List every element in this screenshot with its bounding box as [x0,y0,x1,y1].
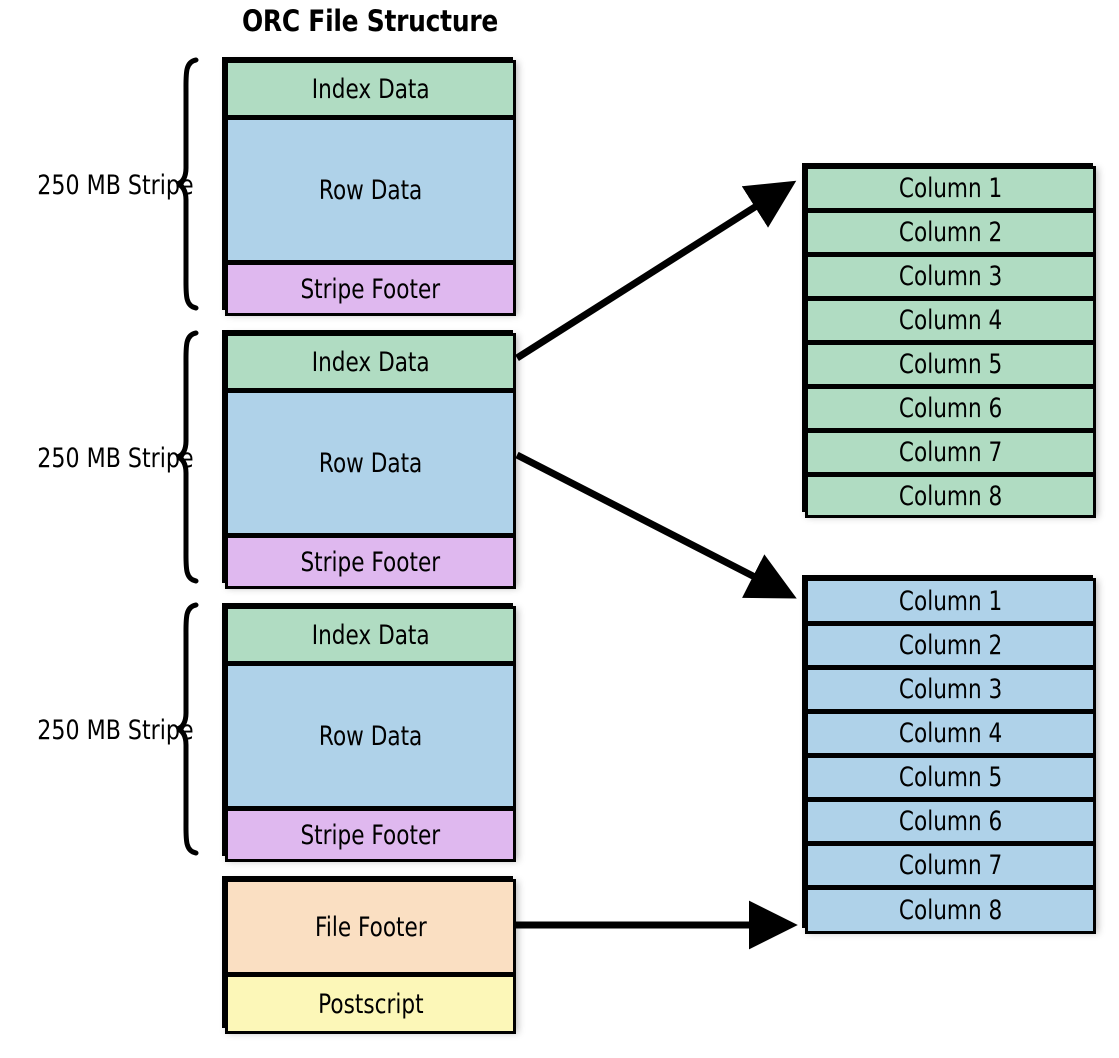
index-column-6-label: Column 6 [898,393,1003,424]
stripe-2-index-data-label: Index Data [311,346,430,378]
row-column-5[interactable]: Column 5 [805,755,1096,800]
row-column-4[interactable]: Column 4 [805,711,1096,756]
stripe-1-label: 250 MB Stripe [3,170,193,201]
stripe-1-index-data-label: Index Data [311,73,430,105]
row-column-7-label: Column 7 [898,850,1003,881]
index-column-7-label: Column 7 [898,437,1003,468]
stripe-3-row-data-label: Row Data [318,720,423,752]
stripe-3-index-data[interactable]: Index Data [225,606,516,664]
index-column-1-label: Column 1 [898,173,1003,204]
stripe-3-label-wrap: 250 MB Stripe [0,715,193,746]
row-column-8[interactable]: Column 8 [805,887,1096,934]
stripe-3-stripe-footer[interactable]: Stripe Footer [225,808,516,862]
index-column-4-label: Column 4 [898,305,1003,336]
stripe-1-label-wrap: 250 MB Stripe [0,170,193,201]
stripe-2: Index Data Row Data Stripe Footer [222,330,516,589]
postscript-label: Postscript [317,988,424,1020]
arrow-rowdata-to-columns [515,451,797,599]
index-column-2[interactable]: Column 2 [805,210,1096,255]
index-column-1[interactable]: Column 1 [805,166,1096,211]
stripe-2-label: 250 MB Stripe [3,443,193,474]
arrow-index-to-columns [515,180,797,361]
stripe-2-stripe-footer[interactable]: Stripe Footer [225,535,516,589]
row-column-1-label: Column 1 [898,585,1003,617]
index-columns-group: Column 1 Column 2 Column 3 Column 4 Colu… [802,163,1096,518]
row-column-4-label: Column 4 [898,718,1003,749]
row-column-3[interactable]: Column 3 [805,667,1096,712]
stripe-1-stripe-footer[interactable]: Stripe Footer [225,262,516,316]
stripe-3-stripe-footer-label: Stripe Footer [300,819,441,851]
file-footer-label: File Footer [314,911,427,943]
row-column-8-label: Column 8 [898,895,1003,926]
stripe-3-index-data-label: Index Data [311,619,430,651]
stripe-1-row-data-label: Row Data [318,174,423,206]
stripe-3-row-data[interactable]: Row Data [225,663,516,809]
row-column-2[interactable]: Column 2 [805,623,1096,668]
stripe-3-label-text: 250 MB Stripe [37,714,194,746]
row-column-6-label: Column 6 [898,806,1003,837]
stripe-2-index-data[interactable]: Index Data [225,333,516,391]
stripe-1-stripe-footer-label: Stripe Footer [300,273,441,305]
index-column-7[interactable]: Column 7 [805,430,1096,475]
index-column-3-label: Column 3 [898,261,1003,292]
file-footer[interactable]: File Footer [225,879,516,975]
stripe-1-index-data[interactable]: Index Data [225,60,516,118]
index-column-3[interactable]: Column 3 [805,254,1096,299]
row-column-5-label: Column 5 [898,762,1003,793]
row-column-7[interactable]: Column 7 [805,843,1096,888]
file-footer-block: File Footer Postscript [222,876,516,1034]
index-column-4[interactable]: Column 4 [805,298,1096,343]
row-columns-group: Column 1 Column 2 Column 3 Column 4 Colu… [802,575,1096,934]
row-column-3-label: Column 3 [898,674,1003,705]
stripe-1: Index Data Row Data Stripe Footer [222,57,516,316]
index-column-5[interactable]: Column 5 [805,342,1096,387]
index-column-5-label: Column 5 [898,349,1003,380]
stripe-2-stripe-footer-label: Stripe Footer [300,546,441,578]
index-column-8-label: Column 8 [898,480,1003,512]
stripe-2-label-text: 250 MB Stripe [37,442,194,474]
index-column-6[interactable]: Column 6 [805,386,1096,431]
stripe-1-label-text: 250 MB Stripe [37,169,194,201]
diagram-title: ORC File Structure [241,4,499,38]
row-column-2-label: Column 2 [898,630,1003,661]
index-column-8[interactable]: Column 8 [805,474,1096,518]
stripe-2-row-data[interactable]: Row Data [225,390,516,536]
stripe-1-row-data[interactable]: Row Data [225,117,516,263]
stripe-3: Index Data Row Data Stripe Footer [222,603,516,862]
stripe-2-label-wrap: 250 MB Stripe [0,443,193,474]
row-column-1[interactable]: Column 1 [805,578,1096,624]
row-column-6[interactable]: Column 6 [805,799,1096,844]
index-column-2-label: Column 2 [898,217,1003,248]
postscript[interactable]: Postscript [225,974,516,1034]
stripe-3-label: 250 MB Stripe [3,715,193,746]
stripe-2-row-data-label: Row Data [318,447,423,479]
